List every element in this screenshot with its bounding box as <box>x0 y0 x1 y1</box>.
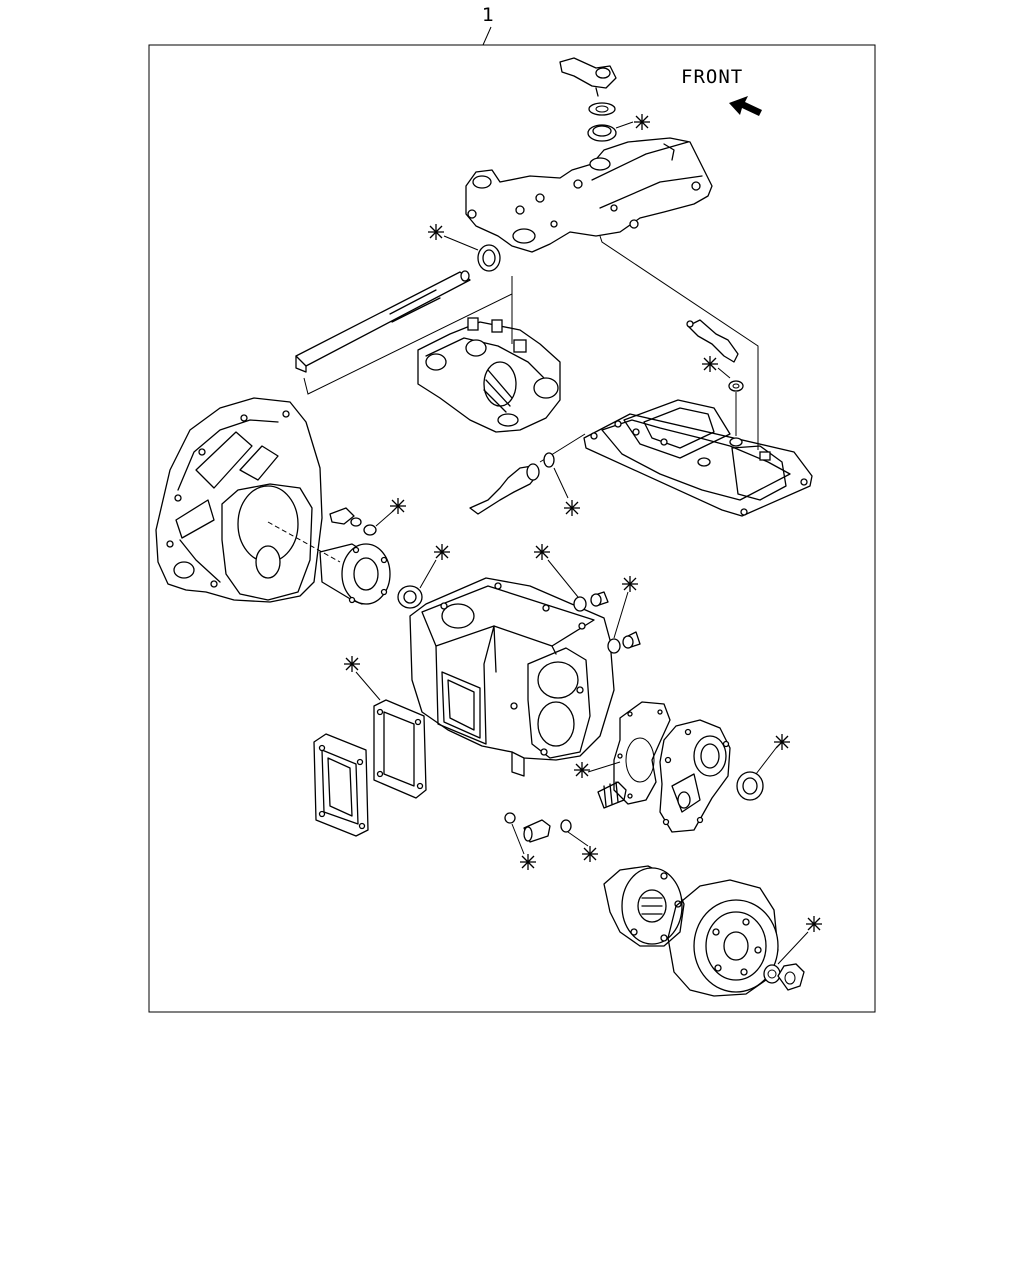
asterisk-marker-icon <box>701 355 719 373</box>
rear-bearing-housing <box>659 719 731 833</box>
shift-shaft <box>295 270 471 373</box>
top-cover-plate <box>583 399 813 517</box>
asterisk-marker-icon <box>773 733 791 751</box>
flange-nut <box>777 963 805 991</box>
asterisk-marker-icon <box>519 853 537 871</box>
callout-number: 1 <box>482 4 495 26</box>
diagram-frame <box>148 44 876 1013</box>
asterisk-marker-icon <box>621 575 639 593</box>
asterisk-marker-icon <box>581 845 599 863</box>
asterisk-marker-icon <box>533 543 551 561</box>
brake-drum <box>667 879 779 997</box>
front-label: FRONT <box>681 66 744 88</box>
o-ring-sleeve <box>560 819 572 833</box>
side-gasket <box>373 699 427 799</box>
clutch-bell-housing <box>155 397 323 603</box>
front-arrow-icon <box>729 96 762 116</box>
rear-gasket <box>613 701 671 805</box>
washer-sensor <box>543 452 555 468</box>
drain-plug-upper <box>573 591 609 612</box>
oil-seal-input <box>397 585 423 609</box>
callout-leader <box>482 26 492 46</box>
asterisk-marker-icon <box>573 761 591 779</box>
asterisk-marker-icon <box>389 497 407 515</box>
shift-tower-housing <box>465 137 713 253</box>
neutral-switch <box>686 319 739 363</box>
asterisk-marker-icon <box>805 915 823 933</box>
asterisk-marker-icon <box>633 113 651 131</box>
bell-housing-bolt <box>329 507 362 527</box>
washer-bolt <box>363 524 377 536</box>
washer-top <box>588 102 616 116</box>
speed-sensor <box>469 463 540 515</box>
washer-nut <box>763 964 781 984</box>
transmission-case <box>409 577 615 777</box>
speedometer-sleeve <box>523 819 551 843</box>
asterisk-marker-icon <box>343 655 361 673</box>
side-cover <box>313 733 369 837</box>
shift-rail-assembly <box>417 317 561 433</box>
asterisk-marker-icon <box>433 543 451 561</box>
bearing-retainer <box>319 543 391 605</box>
shift-lever-bracket <box>559 57 617 97</box>
oil-seal-rear <box>736 771 764 801</box>
washer-switch <box>728 380 744 392</box>
drain-plug-lower <box>607 631 641 654</box>
speedometer-gear <box>597 781 627 809</box>
o-ring-small <box>504 812 516 824</box>
asterisk-marker-icon <box>563 499 581 517</box>
companion-flange <box>603 865 685 947</box>
oil-seal-top <box>587 124 617 142</box>
asterisk-marker-icon <box>427 223 445 241</box>
oil-seal-left <box>477 244 501 272</box>
